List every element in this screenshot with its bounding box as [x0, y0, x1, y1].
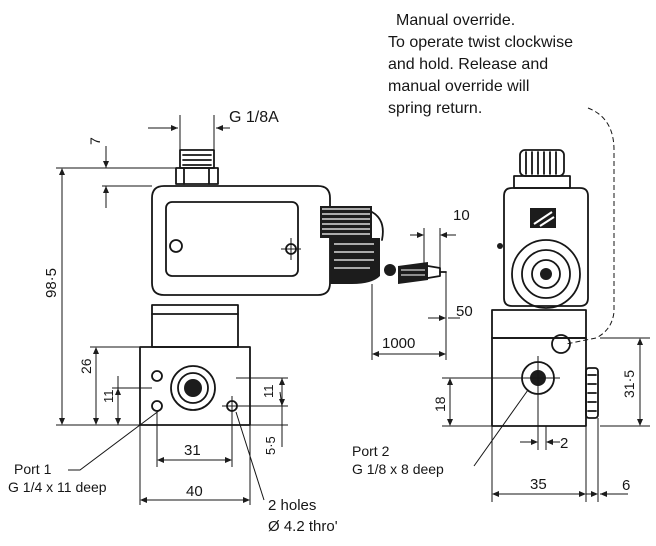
- dim-10: 10: [453, 207, 470, 224]
- dim-g18a: G 1/8A: [229, 109, 279, 126]
- dim-11-left: 11: [101, 390, 116, 404]
- side-tube: [491, 309, 587, 339]
- port2-thread: G 1/8 x 8 deep: [352, 461, 444, 477]
- dim-40: 40: [186, 483, 203, 500]
- side-view: [491, 149, 599, 427]
- coil-housing: [151, 185, 331, 296]
- loose-plug: [398, 262, 447, 284]
- holes-label: 2 holes: [268, 497, 316, 514]
- dim-1000: 1000: [382, 335, 415, 352]
- override-note: Manual override. To operate twist clockw…: [388, 12, 615, 345]
- side-view-labels: Port 2 G 1/8 x 8 deep: [352, 389, 529, 477]
- top-fitting: [175, 149, 219, 185]
- port1-thread: G 1/4 x 11 deep: [8, 479, 107, 495]
- dim-31-5: 31·5: [621, 370, 637, 398]
- override-knob: [513, 149, 571, 189]
- dim-26: 26: [78, 358, 94, 374]
- front-view: [139, 149, 447, 426]
- dim-5-5: 5·5: [263, 436, 278, 455]
- dim-6: 6: [622, 477, 630, 494]
- note-line-2: To operate twist clockwise: [388, 34, 573, 51]
- dim-31: 31: [184, 442, 201, 459]
- holes-size: Ø 4.2 thro': [268, 518, 338, 535]
- port2-label: Port 2: [352, 443, 390, 459]
- dim-11-mid: 11: [261, 385, 276, 399]
- note-line-4: manual override will: [388, 78, 529, 95]
- side-coil: [497, 187, 589, 309]
- side-view-dimensions: 18 31·5 2 35 6: [432, 337, 650, 502]
- dim-18: 18: [432, 396, 448, 412]
- valve-tube: [151, 304, 239, 348]
- note-line-1: Manual override.: [396, 12, 515, 29]
- side-base: [491, 334, 599, 427]
- dim-2: 2: [560, 435, 568, 452]
- front-view-labels: Port 1 G 1/4 x 11 deep 2 holes Ø 4.2 thr…: [8, 409, 338, 535]
- note-line-5: spring return.: [388, 100, 482, 117]
- dim-98-5: 98·5: [43, 268, 60, 298]
- note-line-3: and hold. Release and: [388, 56, 548, 73]
- valve-base: [139, 346, 251, 426]
- front-view-dimensions: G 1/8A 7 98·5 26 11 11 5·5 31: [43, 109, 473, 505]
- dim-50: 50: [456, 303, 473, 320]
- dim-7: 7: [87, 137, 103, 145]
- dim-35: 35: [530, 476, 547, 493]
- connector-plug: [320, 206, 396, 284]
- port1-label: Port 1: [14, 461, 52, 477]
